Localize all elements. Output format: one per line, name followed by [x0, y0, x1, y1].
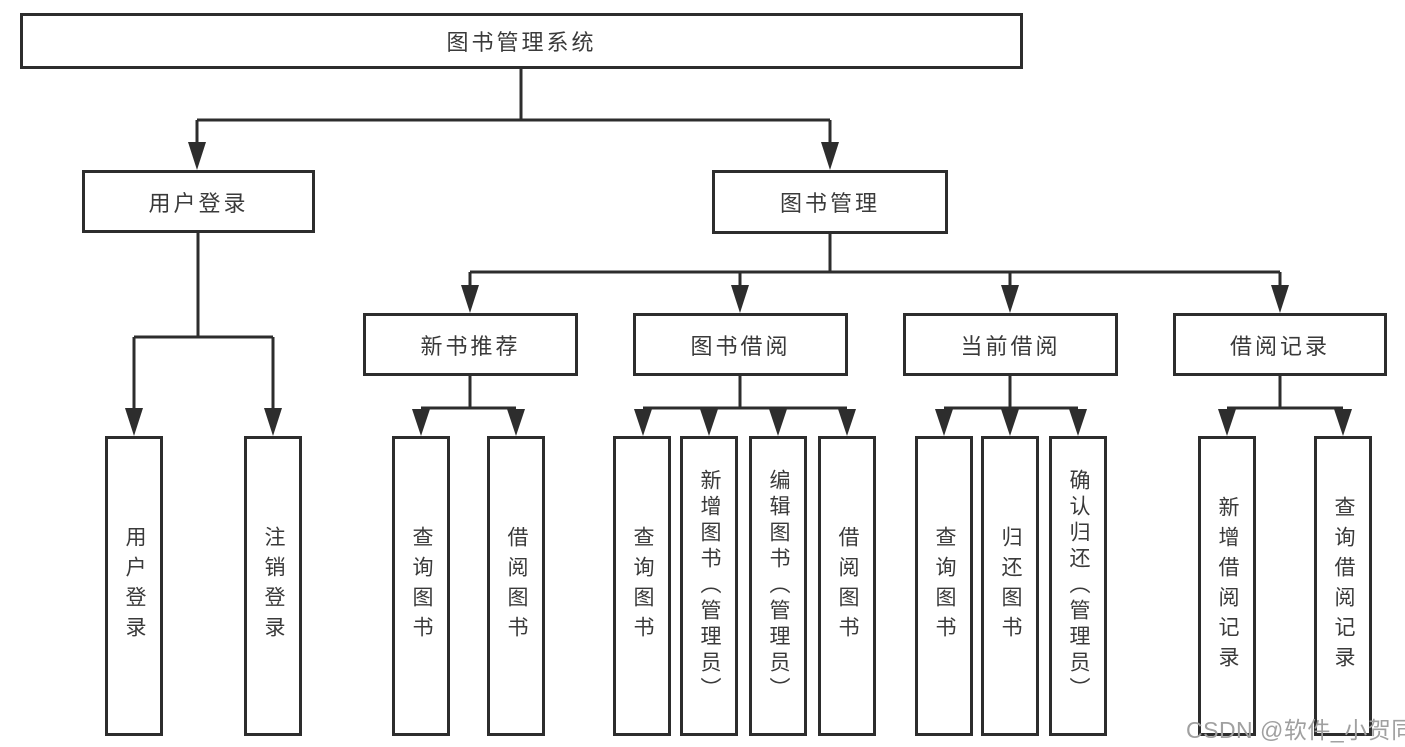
arrowhead-nb-query — [412, 409, 430, 436]
leaf-return-books: 归还图书 — [981, 436, 1039, 736]
arrowhead-new-books — [461, 285, 479, 313]
connector-new-books-children — [421, 376, 516, 410]
node-label: 编辑图书（管理员） — [767, 469, 790, 703]
connector-book-borrow-children — [643, 376, 847, 410]
node-new-book-recommend: 新书推荐 — [363, 313, 578, 376]
arrowhead-bw-edit — [769, 409, 787, 436]
node-label: 新书推荐 — [420, 333, 521, 359]
leaf-add-books-admin: 新增图书（管理员） — [680, 436, 738, 736]
arrowhead-bw-query — [634, 409, 652, 436]
node-current-borrow: 当前借阅 — [903, 313, 1118, 376]
leaf-query-books: 查询图书 — [613, 436, 671, 736]
connector-root-to-level1 — [195, 69, 832, 144]
node-label: 新增借阅记录 — [1216, 496, 1239, 676]
arrowhead-cur-return — [1001, 409, 1019, 436]
leaf-borrow-books: 借阅图书 — [818, 436, 876, 736]
arrowhead-login — [125, 408, 143, 436]
node-label: 用户登录 — [148, 190, 249, 216]
node-label: 确认归还（管理员） — [1067, 469, 1090, 703]
node-label: 查询借阅记录 — [1332, 496, 1355, 676]
leaf-user-login: 用户登录 — [105, 436, 163, 736]
node-label: 图书借阅 — [690, 333, 791, 359]
node-label: 注销登录 — [262, 526, 285, 646]
leaf-borrow-books: 借阅图书 — [487, 436, 545, 736]
node-label: 用户登录 — [123, 526, 146, 646]
arrowhead-rec-query — [1334, 409, 1352, 436]
leaf-edit-books-admin: 编辑图书（管理员） — [749, 436, 807, 736]
node-borrow-records: 借阅记录 — [1173, 313, 1387, 376]
arrowhead-logout — [264, 408, 282, 436]
csdn-watermark: CSDN @软件_小贺同学 — [1186, 717, 1405, 743]
arrowhead-current-borrow — [1001, 285, 1019, 313]
arrowhead-rec-add — [1218, 409, 1236, 436]
arrowhead-book-mgmt — [821, 142, 839, 170]
node-user-login: 用户登录 — [82, 170, 315, 233]
leaf-query-books: 查询图书 — [915, 436, 973, 736]
node-label: 图书管理 — [779, 191, 880, 216]
node-label: 归还图书 — [999, 526, 1022, 646]
arrowhead-book-borrow — [731, 285, 749, 313]
arrowhead-bw-borrow — [838, 409, 856, 436]
node-book-borrow: 图书借阅 — [633, 313, 848, 376]
leaf-logout: 注销登录 — [244, 436, 302, 736]
leaf-confirm-return-admin: 确认归还（管理员） — [1049, 436, 1107, 736]
node-label: 查询图书 — [631, 526, 654, 646]
arrowhead-cur-query — [935, 409, 953, 436]
node-book-management: 图书管理 — [712, 170, 948, 234]
leaf-add-borrow-record: 新增借阅记录 — [1198, 436, 1256, 736]
connector-borrow-records-children — [1227, 376, 1343, 410]
arrowhead-nb-borrow — [507, 409, 525, 436]
node-label: 新增图书（管理员） — [698, 469, 721, 703]
node-label: 借阅图书 — [505, 526, 528, 646]
connector-book-mgmt-children — [468, 234, 1282, 287]
node-label: 图书管理系统 — [446, 30, 597, 55]
connector-user-login-children — [132, 233, 275, 410]
leaf-query-borrow-record: 查询借阅记录 — [1314, 436, 1372, 736]
leaf-query-books: 查询图书 — [392, 436, 450, 736]
arrowhead-cur-confirm — [1069, 409, 1087, 436]
arrowhead-borrow-records — [1271, 285, 1289, 313]
arrowhead-user-login — [188, 142, 206, 170]
node-label: 借阅图书 — [836, 526, 859, 646]
arrowhead-bw-add — [700, 409, 718, 436]
node-label: 借阅记录 — [1229, 333, 1330, 359]
node-root-system: 图书管理系统 — [20, 13, 1023, 69]
node-label: 查询图书 — [933, 526, 956, 646]
node-label: 当前借阅 — [960, 333, 1061, 359]
connector-current-borrow-children — [944, 376, 1078, 410]
node-label: 查询图书 — [410, 526, 433, 646]
